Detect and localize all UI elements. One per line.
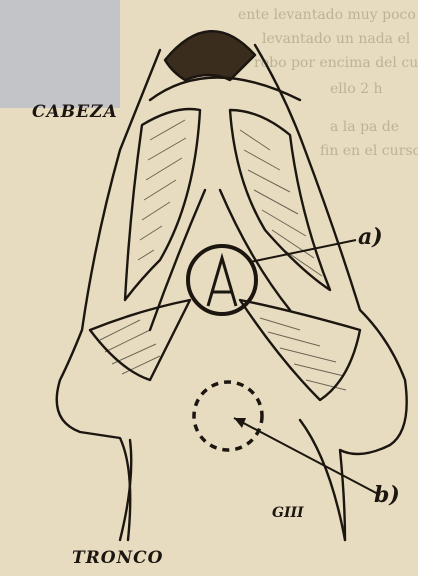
lobe-left <box>90 300 190 380</box>
artist-signature-mark: GIII <box>272 505 304 521</box>
head-label: CABEZA <box>32 102 118 122</box>
snout-top <box>165 31 255 80</box>
region-a-symbol <box>208 258 236 306</box>
lower-body-right <box>300 420 345 540</box>
region-b-circle <box>194 382 262 450</box>
jaw-right-channel <box>230 110 330 290</box>
lobe-right <box>240 300 360 400</box>
hatching-left <box>138 120 186 260</box>
hatching-lobe-right <box>260 318 346 390</box>
marker-a-label: a) <box>358 224 383 250</box>
trunk-label: TRONCO <box>72 548 163 568</box>
page-edge-strip <box>418 0 422 576</box>
jaw-upper <box>150 78 300 101</box>
marker-b-label: b) <box>374 482 400 508</box>
